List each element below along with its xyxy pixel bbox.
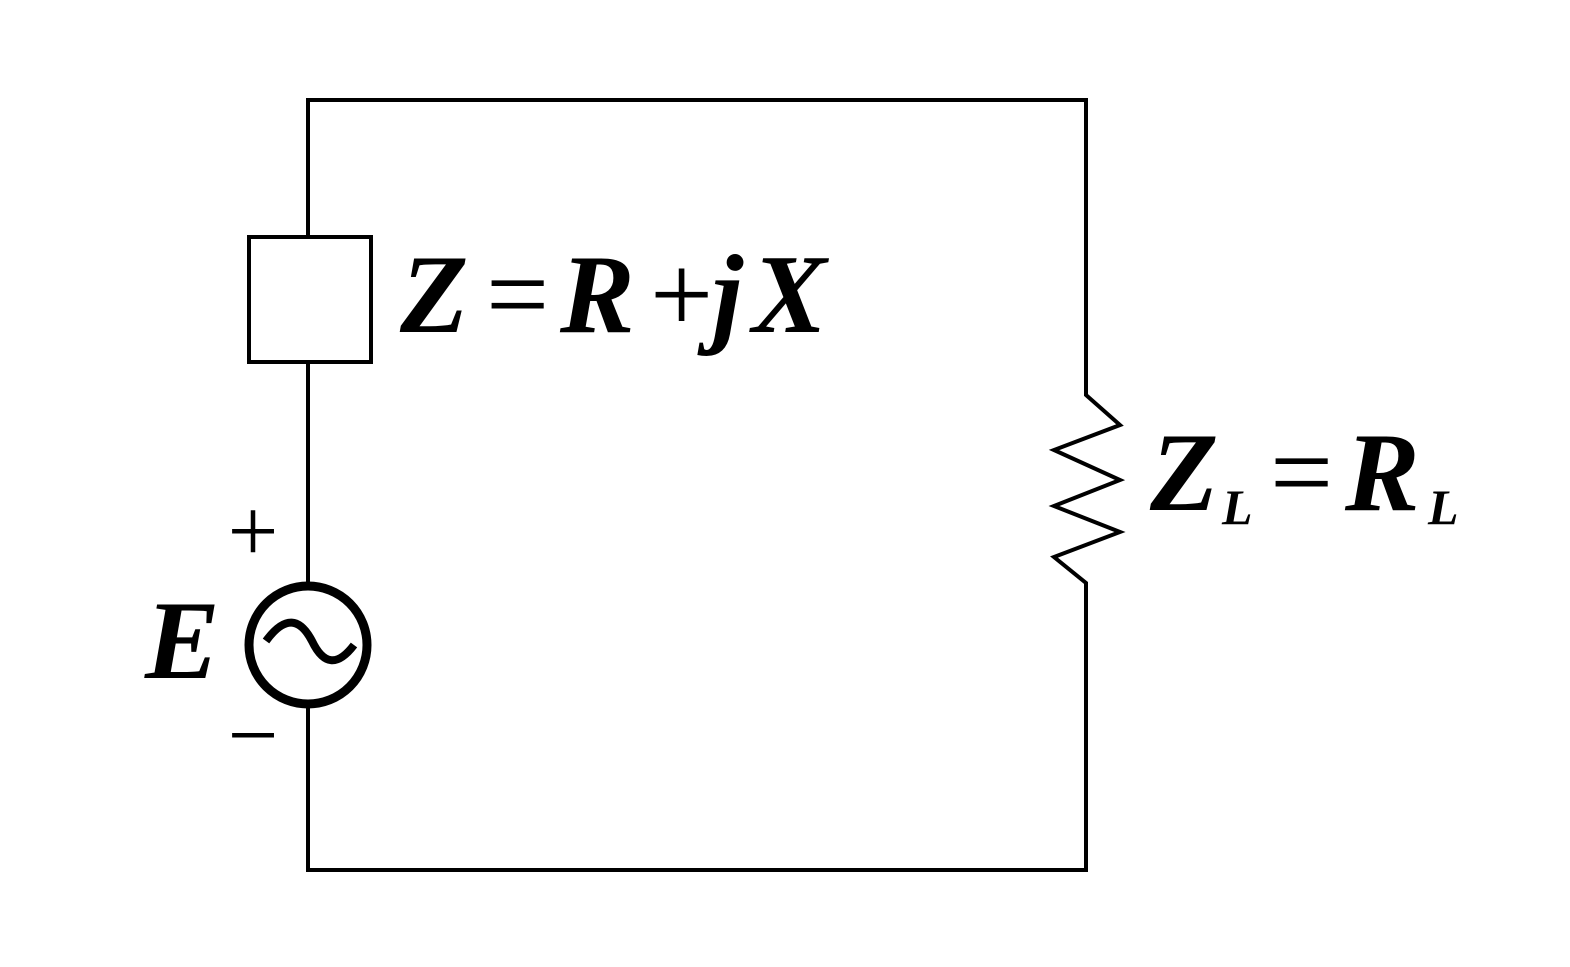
impedance-label: Z = R + j X xyxy=(399,233,829,357)
minus-sign: − xyxy=(228,686,279,785)
load-z-subscript: L xyxy=(1221,479,1253,535)
ac-source-icon xyxy=(244,581,372,709)
impedance-r: R xyxy=(559,233,635,357)
impedance-eq: = xyxy=(486,233,549,357)
wire-top-left xyxy=(306,98,1126,872)
source-label: E xyxy=(144,579,220,703)
load-z: Z xyxy=(1149,411,1218,535)
impedance-x: X xyxy=(749,233,829,357)
impedance-box xyxy=(247,235,373,364)
load-label: Z L = R L xyxy=(1149,411,1459,535)
load-r: R xyxy=(1344,411,1420,535)
plus-sign: + xyxy=(228,482,279,581)
impedance-plus: + xyxy=(650,233,713,357)
load-r-subscript: L xyxy=(1427,479,1459,535)
impedance-z: Z xyxy=(399,233,468,357)
load-eq: = xyxy=(1270,411,1333,535)
